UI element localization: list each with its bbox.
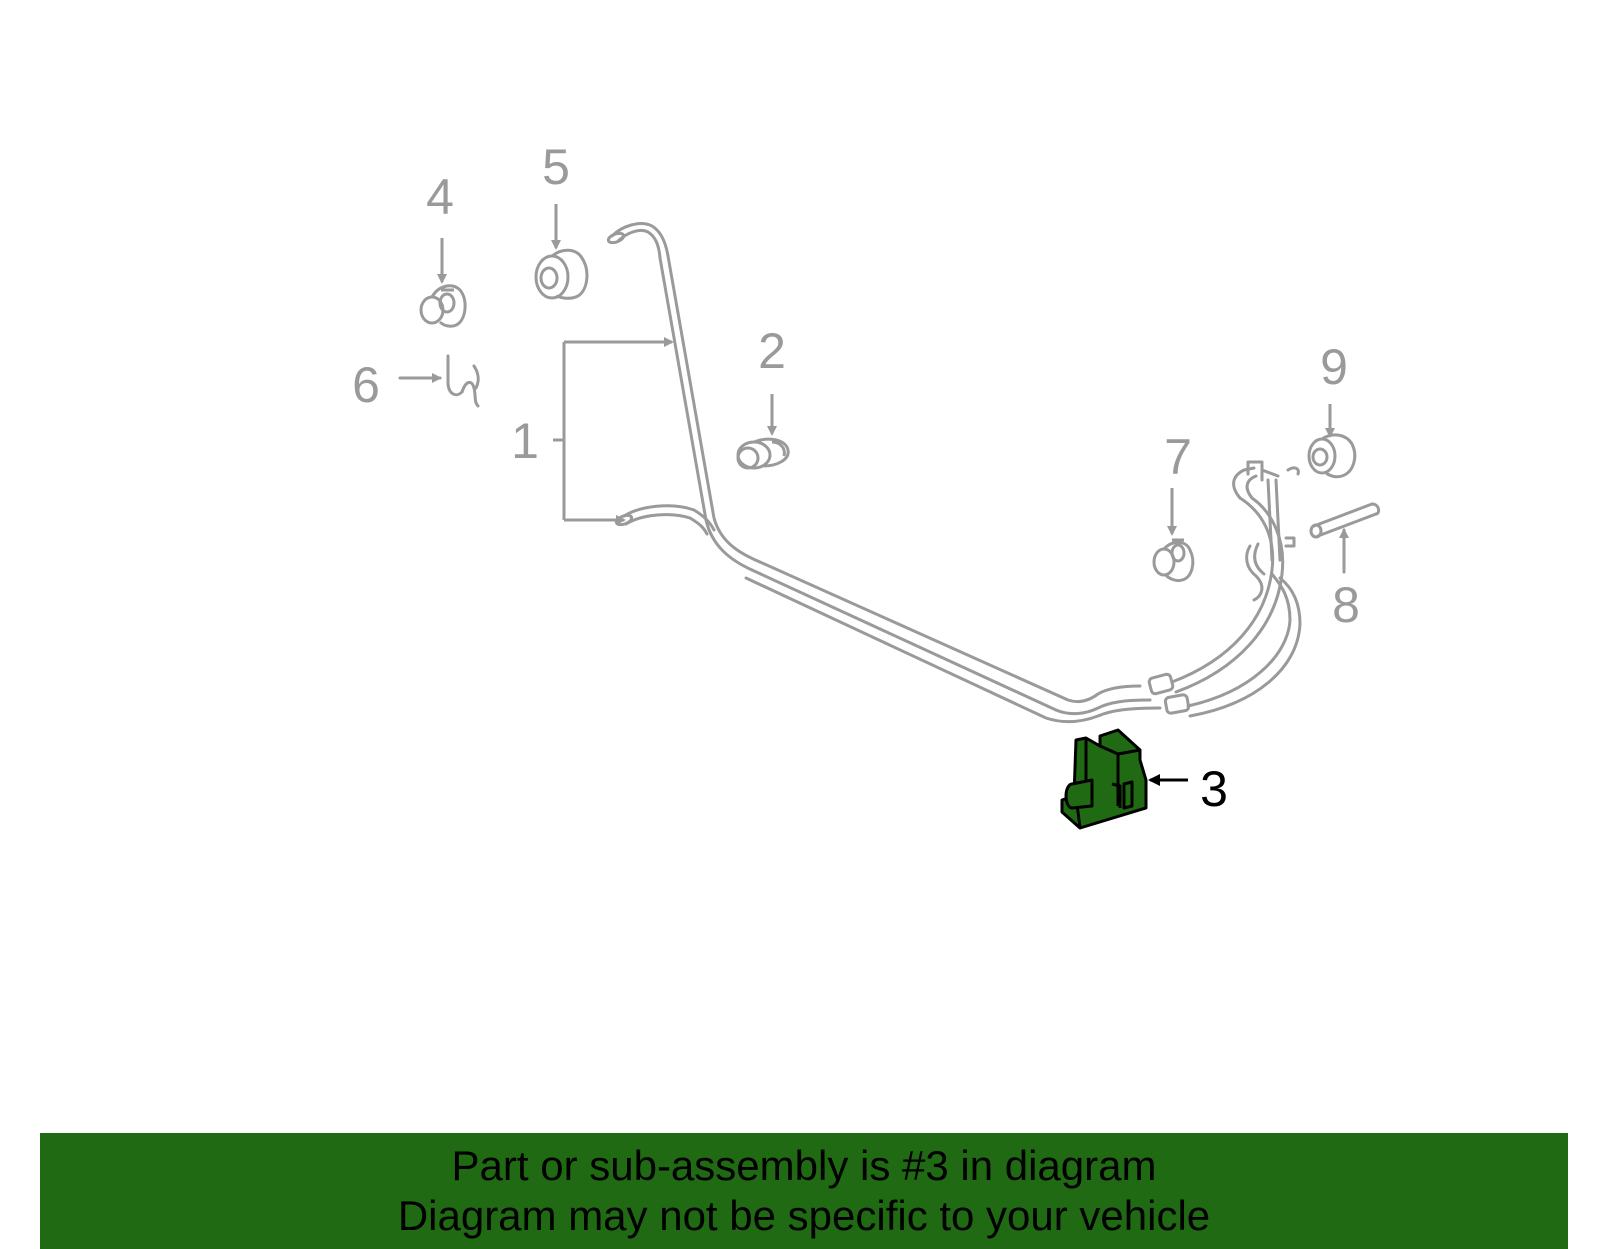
banner-line-part-number: Part or sub-assembly is #3 in diagram xyxy=(451,1142,1157,1189)
callout-3-label: 3 xyxy=(1200,761,1228,817)
part-3-bracket-highlighted[interactable] xyxy=(1060,728,1148,830)
callout-4-label: 4 xyxy=(426,169,454,225)
callout-1-label: 1 xyxy=(511,413,539,469)
callout-2-label: 2 xyxy=(758,323,786,379)
banner-line-disclaimer: Diagram may not be specific to your vehi… xyxy=(397,1192,1211,1239)
part-7-bushing xyxy=(1152,488,1195,582)
part-9-grommet xyxy=(1307,404,1357,479)
part-8-pin xyxy=(1309,502,1381,574)
part-5-grommet xyxy=(534,204,589,300)
callout-1-leader xyxy=(553,337,674,525)
info-banner: Part or sub-assembly is #3 in diagram Di… xyxy=(40,1133,1568,1249)
callout-9-label: 9 xyxy=(1320,339,1348,395)
callout-5-label: 5 xyxy=(542,139,570,195)
cooler-line-assembly xyxy=(606,222,1302,724)
callout-7-label: 7 xyxy=(1164,429,1192,485)
callout-6-label: 6 xyxy=(352,357,380,413)
callout-8-label: 8 xyxy=(1332,577,1360,633)
part-6-clip xyxy=(398,354,480,408)
part-2-grommet xyxy=(736,394,790,470)
part-4-bushing xyxy=(419,238,467,328)
